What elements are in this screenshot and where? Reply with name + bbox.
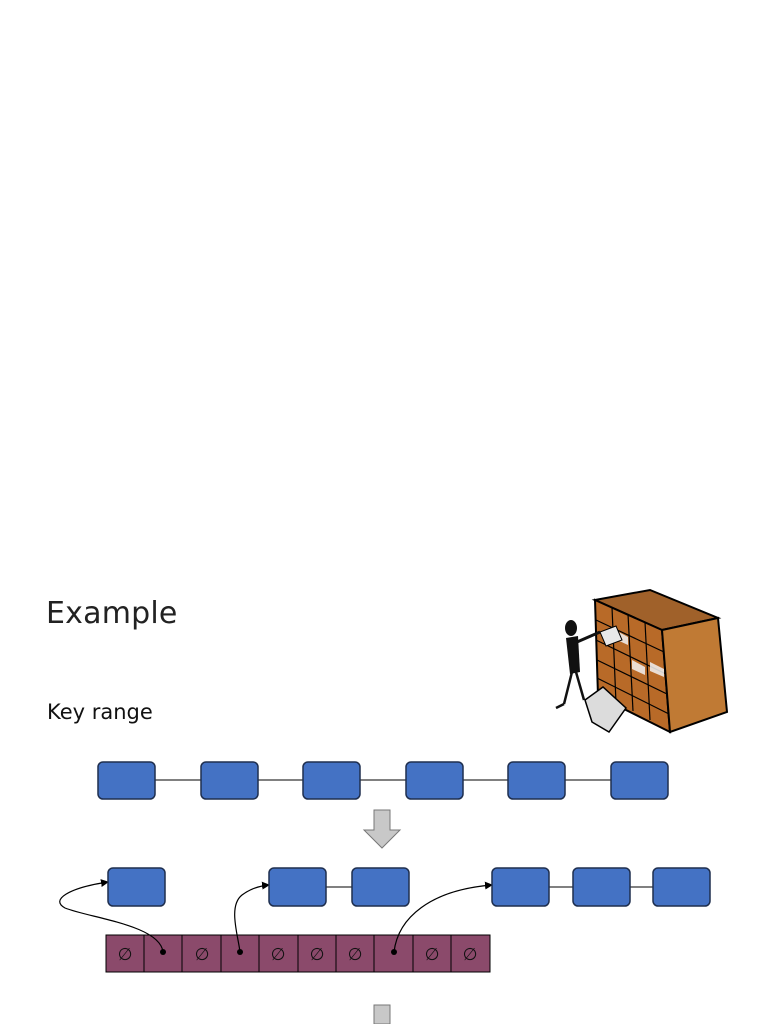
empty-bucket-symbol: ∅ [425,945,440,965]
empty-bucket-symbol: ∅ [310,945,325,965]
bucket-pointer-arrow [59,879,164,953]
empty-bucket-symbol: ∅ [271,945,286,965]
chain-node [405,761,464,800]
bucket-chains [107,867,711,907]
chain-node [351,867,410,907]
chain-node [302,761,361,800]
empty-bucket-symbol: ∅ [348,945,363,965]
chain-node [610,761,669,800]
filing-cabinet-illustration [555,588,729,734]
chain-node [507,761,566,800]
bucket-pointer-arrow [234,881,270,953]
empty-bucket-symbol: ∅ [118,945,133,965]
bucket-array: ∅ ∅ ∅ ∅ ∅ ∅ ∅ [105,934,491,973]
chain-node [572,867,631,907]
down-arrow-icon [362,809,402,849]
chain-node [97,761,156,800]
down-arrow-icon [373,1004,391,1024]
slide-title: Example [46,596,178,631]
key-range-chain [97,761,669,800]
empty-bucket-symbol: ∅ [463,945,478,965]
empty-bucket-symbol: ∅ [195,945,210,965]
chain-node [268,867,327,907]
chain-node [200,761,259,800]
bucket-pointer-arrow [393,881,493,953]
chain-node [491,867,550,907]
chain-node [652,867,711,907]
chain-node [107,867,166,907]
key-range-label: Key range [47,700,153,724]
